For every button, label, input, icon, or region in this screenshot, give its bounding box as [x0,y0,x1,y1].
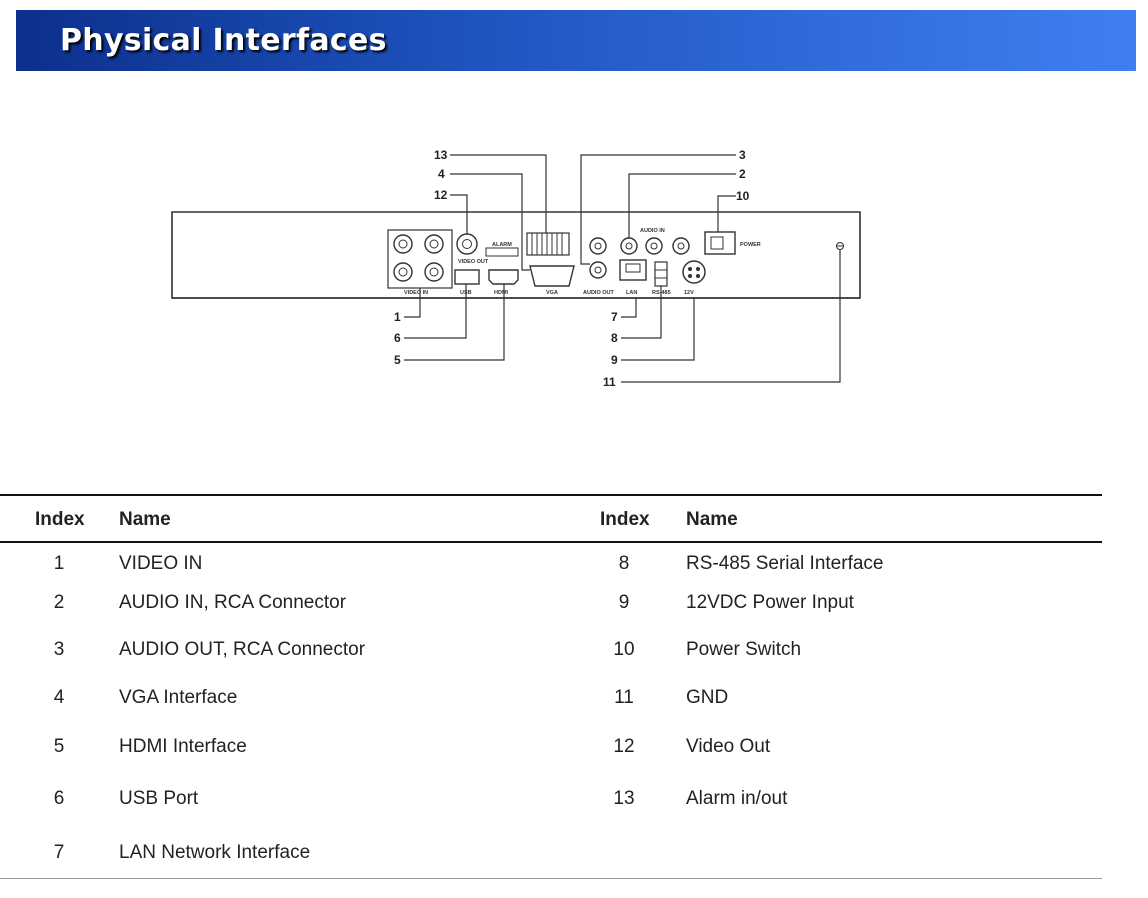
table-row-index: 12 [613,736,635,757]
callout-13: 13 [434,148,448,162]
table-row-name: RS-485 Serial Interface [686,553,884,574]
table-row-index: 2 [53,592,65,613]
alarm-label: ALARM [492,242,512,248]
table-row-name: Power Switch [686,639,802,660]
lan-port [619,259,647,281]
audio-out-label: AUDIO OUT [583,290,615,296]
table-row-index: 4 [53,687,65,708]
header-name-left: Name [119,509,171,530]
table-row-index: 8 [618,553,630,574]
vga-port [529,265,575,287]
usb-port [454,269,480,285]
title-banner: Physical Interfaces [16,10,1136,71]
table-bottom-rule [0,878,1102,879]
video-out-label: VIDEO OUT [458,259,489,265]
table-row-index: 10 [613,639,635,660]
callout-4: 4 [438,167,445,181]
power-switch [704,231,736,255]
rs485-terminal [654,261,668,287]
callout-6: 6 [394,331,401,345]
callout-10: 10 [736,189,750,203]
alarm-terminal-small [485,247,519,257]
table-row-name: USB Port [119,788,199,809]
leader-lines [404,154,841,383]
table-row-index: 11 [614,687,634,708]
power-label: POWER [740,242,761,248]
table-row-index: 9 [618,592,630,613]
callout-3: 3 [739,148,746,162]
table-row-name: Alarm in/out [686,788,788,809]
callout-1: 1 [394,310,401,324]
power-switch-rocker [710,236,724,250]
chassis-outline [171,211,861,299]
header-name-right: Name [686,509,738,530]
table-row-name: AUDIO IN, RCA Connector [119,592,347,613]
table-row-name: AUDIO OUT, RCA Connector [119,639,366,660]
hdmi-label: HDMI [494,290,509,296]
alarm-terminal-block [526,232,570,256]
page-title: Physical Interfaces [60,23,387,58]
table-row-name: Video Out [686,736,771,757]
dc-power-input [682,260,706,284]
table-row-name: LAN Network Interface [119,842,311,863]
table-row-name: VIDEO IN [119,553,203,574]
hdmi-port [488,269,519,285]
power-in-label: 12V [684,290,694,296]
audio-in-label: AUDIO IN [640,228,665,234]
table-row-index: 3 [53,639,65,660]
video-in-bnc-connectors [393,234,444,282]
table-row-index: 7 [53,842,65,863]
table-row-index: 5 [53,736,65,757]
table-top-rule [0,494,1102,496]
audio-out-rca [589,261,607,279]
table-row-name: 12VDC Power Input [686,592,854,613]
callout-7: 7 [611,310,618,324]
video-in-label: VIDEO IN [404,290,428,296]
header-index-right: Index [600,509,650,530]
audio-in-rca-connectors [589,237,690,255]
lan-port-inner [625,263,641,273]
callout-numbers: 13 4 12 3 2 10 1 6 5 7 8 9 11 [394,148,750,389]
callout-9: 9 [611,353,618,367]
table-row-index: 13 [613,788,635,809]
table-row-name: HDMI Interface [119,736,247,757]
callout-12: 12 [434,188,448,202]
table-row-name: GND [686,687,729,708]
rear-panel-diagram: VIDEO IN VIDEO OUT ALARM USB HDMI VGA AU… [171,148,861,389]
lan-label: LAN [626,290,637,296]
video-out-bnc [456,233,478,255]
callout-2: 2 [739,167,746,181]
callout-5: 5 [394,353,401,367]
vga-label: VGA [546,290,558,296]
table-row-index: 6 [53,788,65,809]
gnd-screw [836,242,844,250]
table-header-rule [0,541,1102,543]
table-row-name: VGA Interface [119,687,238,708]
callout-8: 8 [611,331,618,345]
callout-11: 11 [603,375,616,389]
table-row-index: 1 [53,553,65,574]
header-index-left: Index [35,509,85,530]
